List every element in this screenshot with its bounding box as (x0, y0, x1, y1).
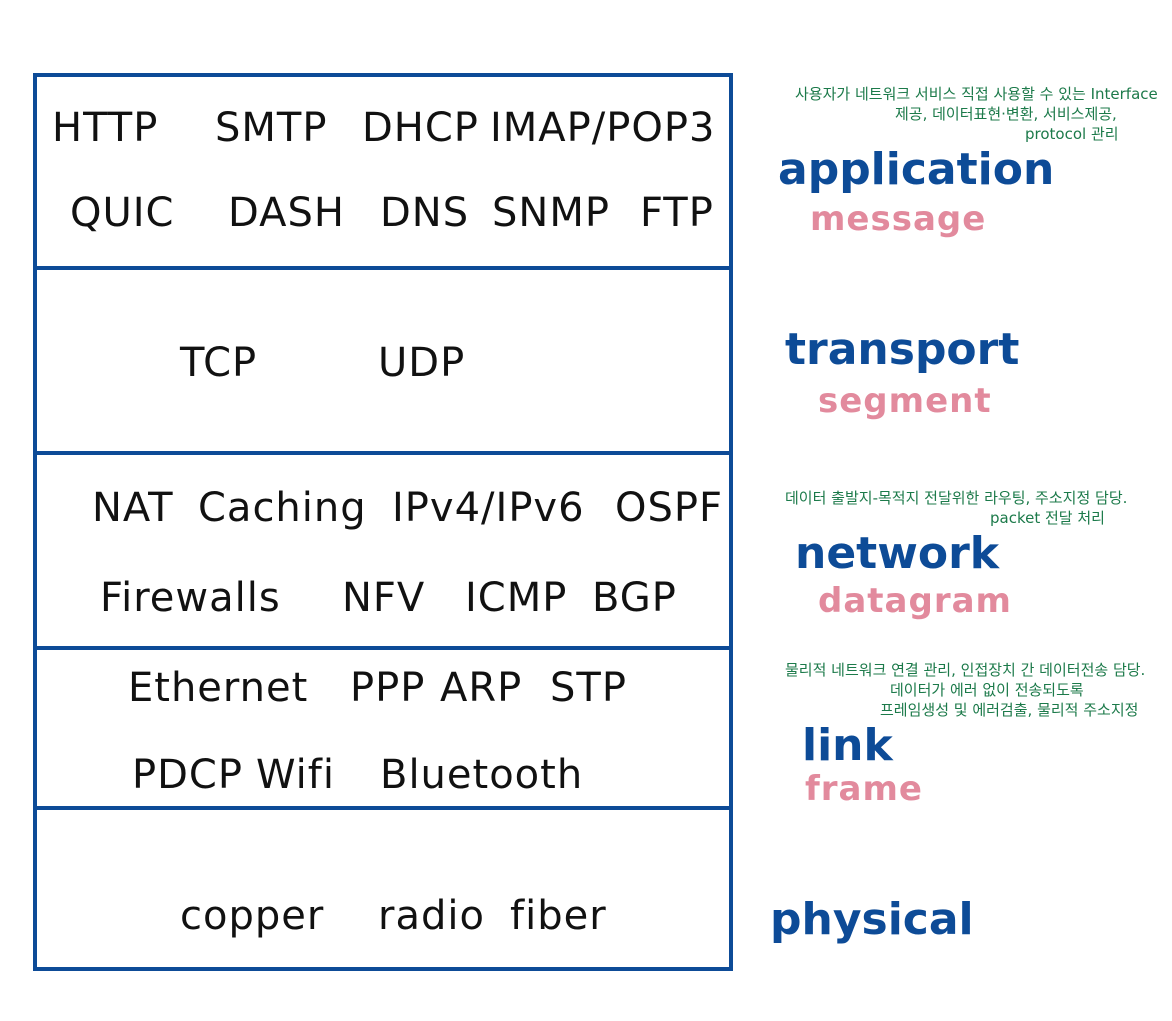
note-link-1: 물리적 네트워크 연결 관리, 인접장치 간 데이터전송 담당. (785, 661, 1146, 679)
protocol-imap-pop3: IMAP/POP3 (490, 105, 716, 151)
protocol-smtp: SMTP (215, 105, 328, 151)
protocol-nfv: NFV (342, 575, 426, 621)
protocol-dash: DASH (228, 190, 345, 236)
pdu-frame: frame (805, 769, 923, 809)
pdu-segment: segment (818, 381, 992, 421)
protocol-dns: DNS (380, 190, 470, 236)
layer-divider (37, 806, 729, 810)
layer-name-application: application (778, 144, 1055, 195)
protocol-ethernet: Ethernet (128, 665, 309, 711)
note-application-2: 제공, 데이터표현·변환, 서비스제공, (895, 105, 1117, 123)
protocol-wifi: Wifi (256, 752, 335, 798)
note-network-2: packet 전달 처리 (990, 509, 1105, 527)
protocol-udp: UDP (378, 340, 466, 386)
protocol-tcp: TCP (180, 340, 258, 386)
layer-name-network: network (795, 528, 1000, 579)
protocol-ftp: FTP (640, 190, 714, 236)
protocol-dhcp: DHCP (362, 105, 479, 151)
protocol-arp: ARP (440, 665, 523, 711)
protocol-ppp: PPP (350, 665, 426, 711)
layer-name-transport: transport (785, 324, 1020, 375)
note-network-1: 데이터 출발지-목적지 전달위한 라우팅, 주소지정 담당. (785, 489, 1128, 507)
protocol-snmp: SNMP (492, 190, 610, 236)
layer-name-link: link (802, 720, 893, 771)
note-link-3: 프레임생성 및 에러검출, 물리적 주소지정 (880, 701, 1139, 719)
protocol-ipv4-ipv6: IPv4/IPv6 (392, 485, 585, 531)
layer-divider (37, 451, 729, 455)
note-application-1: 사용자가 네트워크 서비스 직접 사용할 수 있는 Interface (795, 85, 1158, 103)
layer-divider (37, 646, 729, 650)
protocol-pdcp: PDCP (132, 752, 243, 798)
note-application-3: protocol 관리 (1025, 125, 1119, 143)
pdu-datagram: datagram (818, 581, 1012, 621)
protocol-stack-box (33, 73, 733, 971)
protocol-icmp: ICMP (465, 575, 568, 621)
protocol-bluetooth: Bluetooth (380, 752, 584, 798)
protocol-bgp: BGP (592, 575, 677, 621)
pdu-message: message (810, 199, 987, 239)
medium-copper: copper (180, 893, 325, 939)
protocol-http: HTTP (52, 105, 159, 151)
protocol-firewalls: Firewalls (100, 575, 281, 621)
protocol-ospf: OSPF (615, 485, 724, 531)
medium-fiber: fiber (510, 893, 607, 939)
note-link-2: 데이터가 에러 없이 전송되도록 (890, 681, 1084, 699)
protocol-nat: NAT (92, 485, 174, 531)
medium-radio: radio (378, 893, 485, 939)
layer-divider (37, 266, 729, 270)
protocol-stp: STP (550, 665, 627, 711)
protocol-quic: QUIC (70, 190, 175, 236)
protocol-caching: Caching (198, 485, 367, 531)
layer-name-physical: physical (770, 894, 974, 945)
